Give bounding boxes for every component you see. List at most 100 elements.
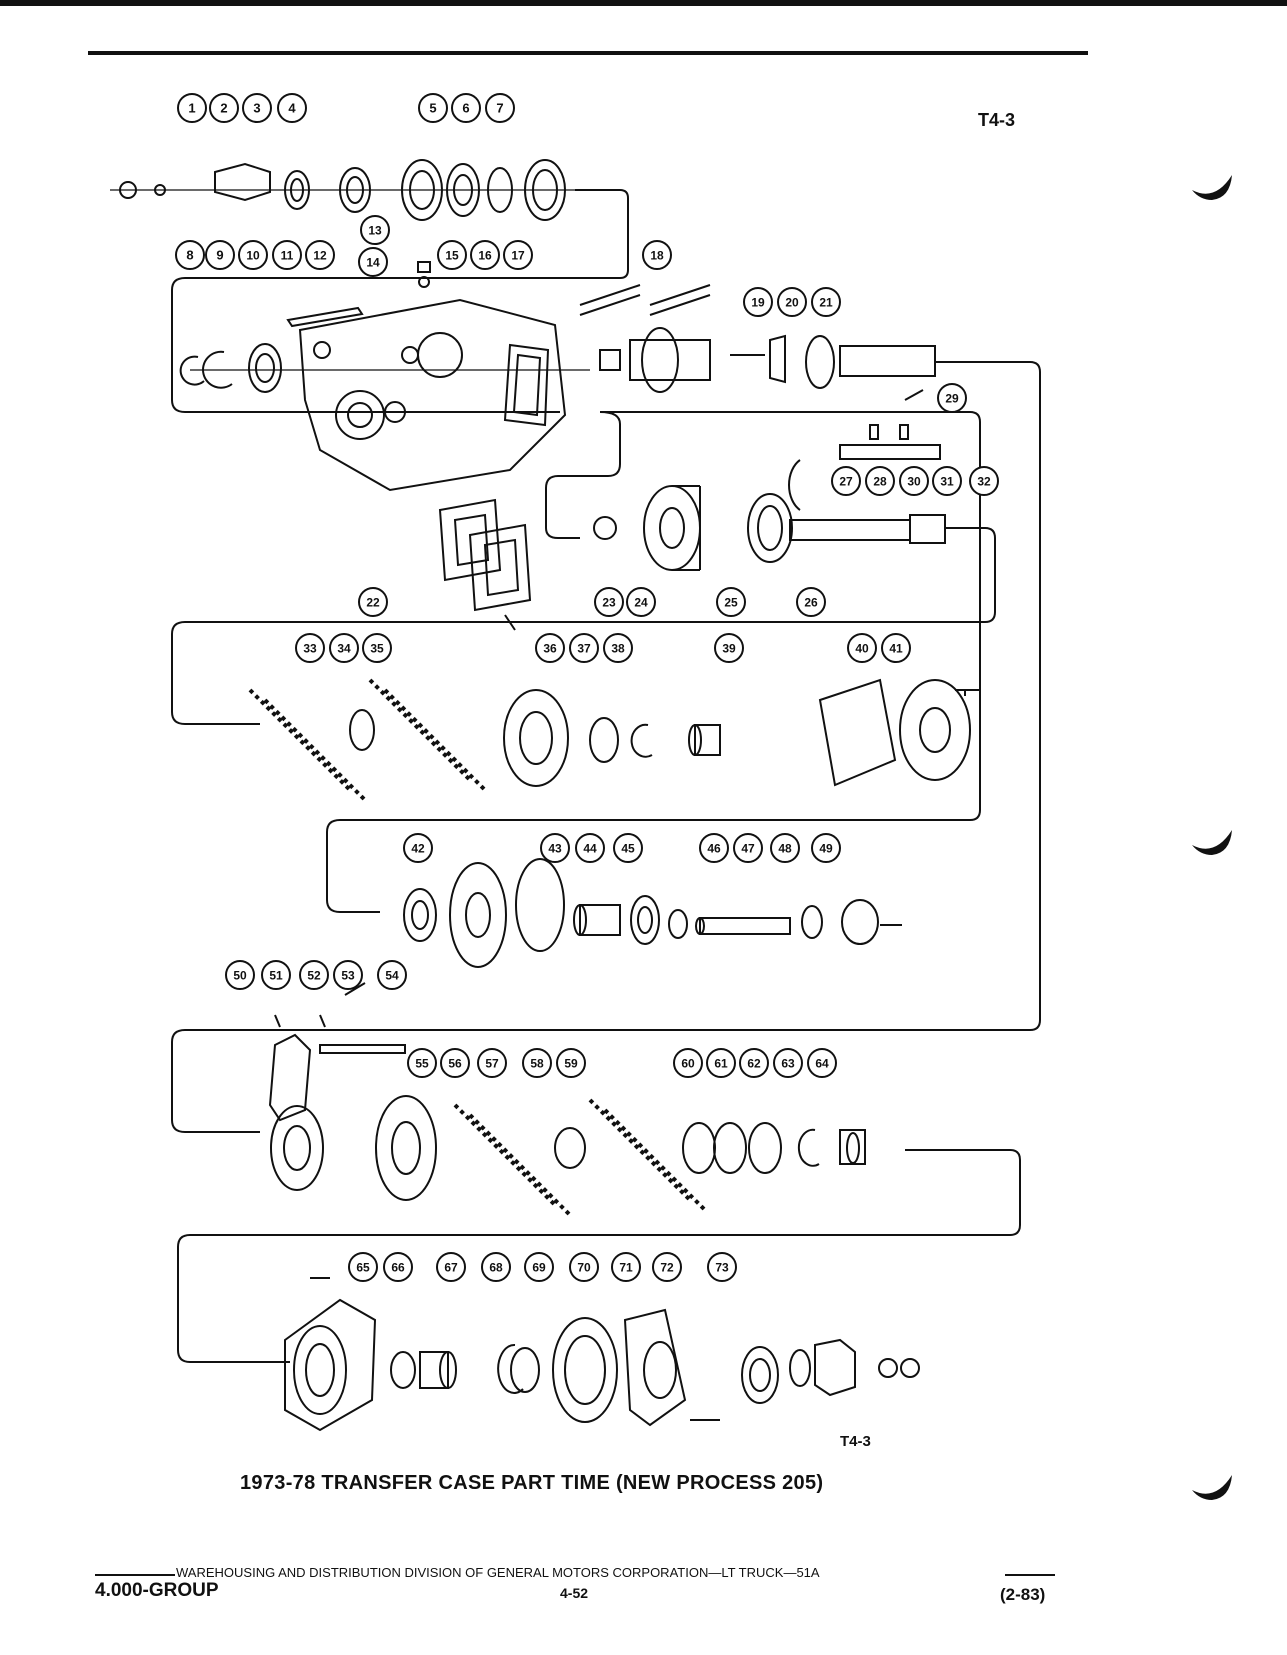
footer-page-number: 4-52 — [560, 1585, 589, 1601]
callout-circle — [739, 1048, 769, 1078]
row-2-case-parts — [179, 261, 590, 492]
callout-circle — [969, 466, 999, 496]
callout-circle — [932, 466, 962, 496]
callout-32: 32 — [969, 466, 999, 496]
callout-20: 20 — [777, 287, 807, 317]
callout-circle — [333, 960, 363, 990]
callout-27: 27 — [831, 466, 861, 496]
callout-6: 6 — [451, 93, 481, 123]
callout-number: 40 — [855, 642, 869, 656]
callout-number: 13 — [368, 224, 382, 238]
callout-47: 47 — [733, 833, 763, 863]
callout-5: 5 — [418, 93, 448, 123]
callout-circle — [261, 960, 291, 990]
callout-number: 42 — [411, 842, 425, 856]
callout-number: 24 — [634, 596, 648, 610]
callout-circle — [440, 1048, 470, 1078]
callout-17: 17 — [503, 240, 533, 270]
callout-40: 40 — [847, 633, 877, 663]
callout-number: 14 — [366, 256, 380, 270]
callout-number: 56 — [448, 1057, 462, 1071]
callout-36: 36 — [535, 633, 565, 663]
callout-number: 26 — [804, 596, 818, 610]
callout-circle — [807, 1048, 837, 1078]
callout-circle — [777, 287, 807, 317]
callout-62: 62 — [739, 1048, 769, 1078]
callout-circle — [238, 240, 268, 270]
callout-number: 38 — [611, 642, 625, 656]
callout-58: 58 — [522, 1048, 552, 1078]
callout-19: 19 — [743, 287, 773, 317]
callout-number: 69 — [532, 1261, 546, 1275]
callout-circle — [277, 93, 307, 123]
callout-circle — [865, 466, 895, 496]
callout-69: 69 — [524, 1252, 554, 1282]
callout-25: 25 — [716, 587, 746, 617]
callout-circle — [881, 633, 911, 663]
callout-39: 39 — [714, 633, 744, 663]
callout-circle — [358, 587, 388, 617]
callout-51: 51 — [261, 960, 291, 990]
callout-number: 31 — [940, 475, 954, 489]
callout-number: 54 — [385, 969, 399, 983]
callout-number: 55 — [415, 1057, 429, 1071]
callout-44: 44 — [575, 833, 605, 863]
callout-43: 43 — [540, 833, 570, 863]
footer-left-rule — [95, 1574, 175, 1576]
callout-circle — [796, 587, 826, 617]
callout-73: 73 — [707, 1252, 737, 1282]
callout-number: 33 — [303, 642, 317, 656]
callout-circle — [437, 240, 467, 270]
callout-circle — [899, 466, 929, 496]
figure-caption: 1973-78 TRANSFER CASE PART TIME (NEW PRO… — [240, 1472, 824, 1494]
callout-circle — [477, 1048, 507, 1078]
callout-64: 64 — [807, 1048, 837, 1078]
figure-id-top: T4-3 — [978, 110, 1016, 130]
callout-circle — [556, 1048, 586, 1078]
callout-10: 10 — [238, 240, 268, 270]
callout-circle — [540, 833, 570, 863]
callout-circle — [209, 93, 239, 123]
callout-circle — [847, 633, 877, 663]
shift-rail-parts — [788, 389, 941, 511]
callout-circle — [831, 466, 861, 496]
callout-number: 1 — [188, 101, 195, 116]
callout-number: 62 — [747, 1057, 761, 1071]
figure-id-bottom: T4-3 — [840, 1433, 871, 1450]
callout-circle — [407, 1048, 437, 1078]
callout-circle — [611, 1252, 641, 1282]
callout-9: 9 — [205, 240, 235, 270]
binding-mark-1 — [1192, 175, 1232, 200]
callout-circle — [177, 93, 207, 123]
callout-59: 59 — [556, 1048, 586, 1078]
callout-circle — [470, 240, 500, 270]
callout-50: 50 — [225, 960, 255, 990]
callout-26: 26 — [796, 587, 826, 617]
callout-circle — [242, 93, 272, 123]
callout-number: 49 — [819, 842, 833, 856]
callout-number: 30 — [907, 475, 921, 489]
callout-53: 53 — [333, 960, 363, 990]
callout-34: 34 — [329, 633, 359, 663]
callout-60: 60 — [673, 1048, 703, 1078]
header-rule — [88, 51, 1088, 55]
footer-division: WAREHOUSING AND DISTRIBUTION DIVISION OF… — [176, 1565, 820, 1580]
top-scan-border — [0, 0, 1287, 6]
callout-54: 54 — [377, 960, 407, 990]
callout-circle — [770, 833, 800, 863]
callout-number: 9 — [216, 248, 223, 263]
callout-8: 8 — [175, 240, 205, 270]
callout-circle — [569, 1252, 599, 1282]
binding-mark-2 — [1192, 830, 1232, 855]
callout-circle — [377, 960, 407, 990]
callout-16: 16 — [470, 240, 500, 270]
callout-number: 43 — [548, 842, 562, 856]
callout-number: 73 — [715, 1261, 729, 1275]
callout-35: 35 — [362, 633, 392, 663]
callout-24: 24 — [626, 587, 656, 617]
callout-15: 15 — [437, 240, 467, 270]
callout-number: 12 — [313, 249, 327, 263]
callout-number: 71 — [619, 1261, 633, 1275]
callout-number: 7 — [496, 101, 503, 116]
callout-circle — [299, 960, 329, 990]
